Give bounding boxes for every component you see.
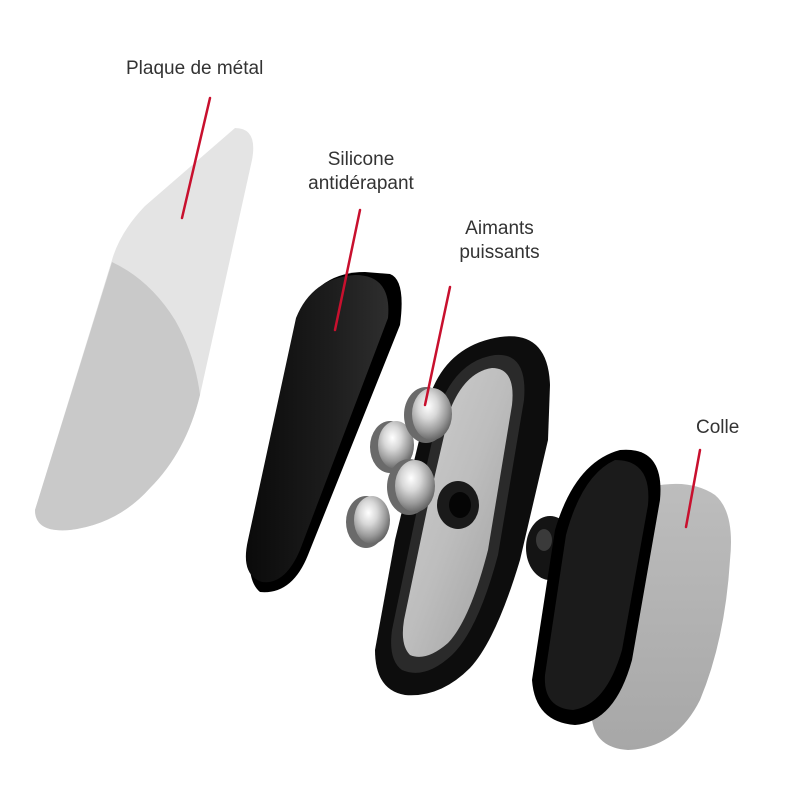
magnet-icon [346, 496, 390, 548]
label-silicone-line1: Silicone [327, 149, 395, 170]
label-metal-plate-text: Plaque de métal [126, 58, 264, 79]
magnet-icon [404, 387, 452, 443]
base-plate [532, 449, 661, 725]
magnet-icon [370, 421, 414, 473]
metal-plate [35, 128, 254, 531]
magnets [346, 387, 452, 548]
label-glue-text: Colle [696, 417, 740, 438]
leader-line-glue [684, 448, 702, 529]
leader-line-magnets [423, 285, 452, 407]
label-metal-plate: Plaque de métal [126, 57, 263, 81]
leader-lines [180, 96, 702, 529]
silicone-pad [245, 272, 402, 593]
magnet-icon [387, 459, 435, 515]
label-magnets-line2: puissants [459, 242, 540, 263]
label-glue: Colle [696, 416, 739, 440]
leader-line-metal-plate [180, 96, 212, 220]
label-silicone: Silicone antidérapant [296, 148, 426, 196]
label-magnets-line1: Aimants [465, 218, 534, 239]
label-silicone-line2: antidérapant [308, 173, 414, 194]
label-magnets: Aimants puissants [447, 217, 552, 265]
leader-line-silicone [333, 208, 362, 332]
